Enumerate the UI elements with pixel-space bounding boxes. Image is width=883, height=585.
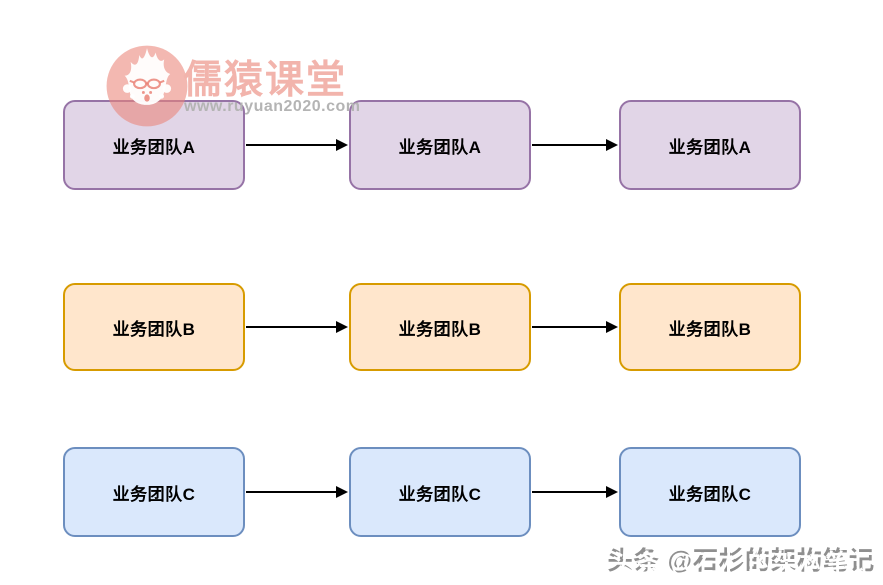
- flow-arrow-right-icon: [246, 138, 348, 152]
- flow-arrow-right-icon: [532, 138, 618, 152]
- arrow-shaft: [246, 326, 336, 328]
- node-team-b-2: 业务团队B: [349, 283, 531, 371]
- flow-arrow-right-icon: [246, 485, 348, 499]
- arrow-head-icon: [336, 321, 348, 333]
- arrow-head-icon: [606, 139, 618, 151]
- arrow-shaft: [532, 326, 606, 328]
- node-team-a-3: 业务团队A: [619, 100, 801, 190]
- arrow-head-icon: [336, 139, 348, 151]
- node-team-a-2: 业务团队A: [349, 100, 531, 190]
- arrow-head-icon: [336, 486, 348, 498]
- monkey-flame-icon: [106, 45, 188, 127]
- arrow-head-icon: [606, 321, 618, 333]
- brand-title: 儒猿课堂: [183, 59, 348, 102]
- node-team-c-1: 业务团队C: [63, 447, 245, 537]
- node-team-b-1: 业务团队B: [63, 283, 245, 371]
- arrow-shaft: [532, 491, 606, 493]
- arrow-head-icon: [606, 486, 618, 498]
- node-team-b-3: 业务团队B: [619, 283, 801, 371]
- flow-arrow-right-icon: [532, 485, 618, 499]
- flow-arrow-right-icon: [532, 320, 618, 334]
- flow-arrow-right-icon: [246, 320, 348, 334]
- arrow-shaft: [246, 491, 336, 493]
- node-team-c-3: 业务团队C: [619, 447, 801, 537]
- node-team-c-2: 业务团队C: [349, 447, 531, 537]
- brand-url: www.ruyuan2020.com: [184, 98, 361, 115]
- arrow-shaft: [532, 144, 606, 146]
- arrow-shaft: [246, 144, 336, 146]
- footer-credit-watermark: 头条 @石杉的架构笔记: [610, 550, 878, 578]
